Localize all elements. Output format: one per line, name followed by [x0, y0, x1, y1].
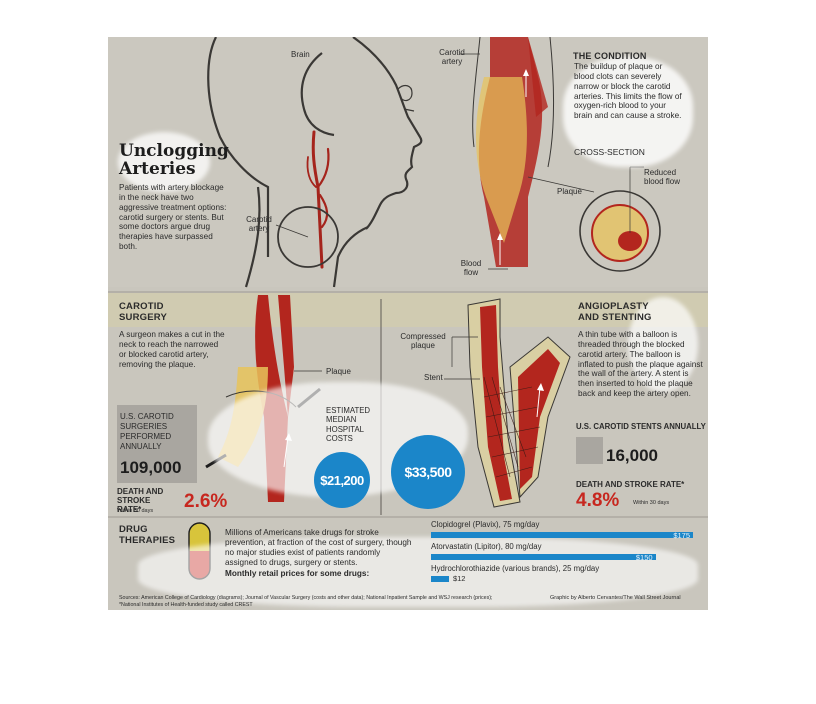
- infographic-panel: Unclogging Arteries Patients with artery…: [108, 37, 708, 610]
- highlight-blob: [563, 57, 693, 167]
- stenting-rate-note: Within 30 days: [633, 500, 670, 506]
- stent-artery-illustration: [444, 298, 571, 508]
- page-title: Unclogging Arteries: [119, 141, 229, 179]
- blood-flow-label: Blood flow: [460, 259, 482, 278]
- surgery-text: A surgeon makes a cut in the neck to rea…: [119, 330, 225, 369]
- brain-label: Brain: [291, 50, 310, 59]
- condition-text: The buildup of plaque or blood clots can…: [574, 62, 682, 121]
- stenting-heading: ANGIOPLASTY AND STENTING: [578, 301, 652, 323]
- neck-artery-illustration: [306, 130, 330, 269]
- drug-name-label: Clopidogrel (Plavix), 75 mg/day: [431, 520, 540, 529]
- drug-price-bar: [431, 576, 449, 582]
- section-band: [108, 293, 708, 327]
- costs-label: ESTIMATED MEDIAN HOSPITAL COSTS: [326, 406, 371, 444]
- drugs-heading: DRUG THERAPIES: [119, 524, 176, 546]
- stenting-rate-label: DEATH AND STROKE RATE*: [576, 480, 685, 489]
- surgery-stat-box: [117, 405, 197, 483]
- drugs-subhead: Monthly retail prices for some drugs:: [225, 569, 370, 578]
- plaque-label: Plaque: [557, 187, 582, 196]
- drug-price-bar: [431, 554, 656, 560]
- stenting-stat-label: U.S. CAROTID STENTS ANNUALLY: [576, 422, 706, 431]
- surgery-rate-note: Within 30 days: [117, 508, 154, 514]
- plaque-surgery-label: Plaque: [326, 367, 351, 376]
- carotid-artery-top-label: Carotid artery: [439, 48, 465, 67]
- carotid-detail-illustration: [472, 37, 554, 267]
- highlight-blob: [118, 132, 210, 192]
- highlight-blob: [628, 297, 698, 392]
- surgery-stat-value: 109,000: [120, 458, 182, 477]
- head-profile-illustration: [207, 37, 423, 288]
- stenting-stat-value: 16,000: [606, 446, 658, 465]
- surgery-stat-label: U.S. CAROTID SURGERIES PERFORMED ANNUALL…: [120, 412, 174, 451]
- surgery-heading: CAROTID SURGERY: [119, 301, 168, 323]
- highlight-blob: [138, 537, 698, 607]
- zoom-circle-neck: [277, 206, 339, 268]
- surgery-rate-label: DEATH AND STROKE RATE*: [117, 487, 164, 515]
- drug-price-label: $150: [635, 553, 653, 562]
- drug-name-label: Hydrochlorothiazide (various brands), 25…: [431, 564, 600, 573]
- cross-section-diagram: [579, 166, 661, 272]
- intro-text: Patients with artery blockage in the nec…: [119, 183, 227, 252]
- credit-text: Graphic by Alberto Cervantes/The Wall St…: [550, 595, 681, 601]
- surgery-cost-value: $21,200: [320, 472, 364, 488]
- drug-price-label: $12: [452, 574, 466, 583]
- drugs-text: Millions of Americans take drugs for str…: [225, 528, 412, 567]
- cross-section-label: CROSS-SECTION: [574, 147, 645, 157]
- surgery-rate-value: 2.6%: [184, 491, 228, 512]
- drug-price-bar: [431, 532, 693, 538]
- stenting-stat-box: [576, 437, 603, 464]
- reduced-blood-flow-label: Reduced blood flow: [644, 168, 681, 187]
- stent-label: Stent: [424, 373, 443, 382]
- stent-cost-badge: $33,500: [391, 435, 465, 509]
- stent-cost-value: $33,500: [404, 464, 452, 480]
- stenting-text: A thin tube with a balloon is threaded t…: [578, 330, 703, 399]
- condition-heading: THE CONDITION: [573, 51, 647, 61]
- surgery-cost-badge: $21,200: [314, 452, 370, 508]
- carotid-artery-label: Carotid artery: [246, 215, 272, 234]
- ear-icon: [397, 84, 415, 112]
- drug-price-label: $175: [673, 531, 690, 540]
- stenting-rate-value: 4.8%: [576, 490, 620, 511]
- drug-name-label: Atorvastatin (Lipitor), 80 mg/day: [431, 542, 542, 551]
- compressed-plaque-label: Compressed plaque: [400, 332, 446, 351]
- sources-text: Sources: American College of Cardiology …: [119, 595, 493, 608]
